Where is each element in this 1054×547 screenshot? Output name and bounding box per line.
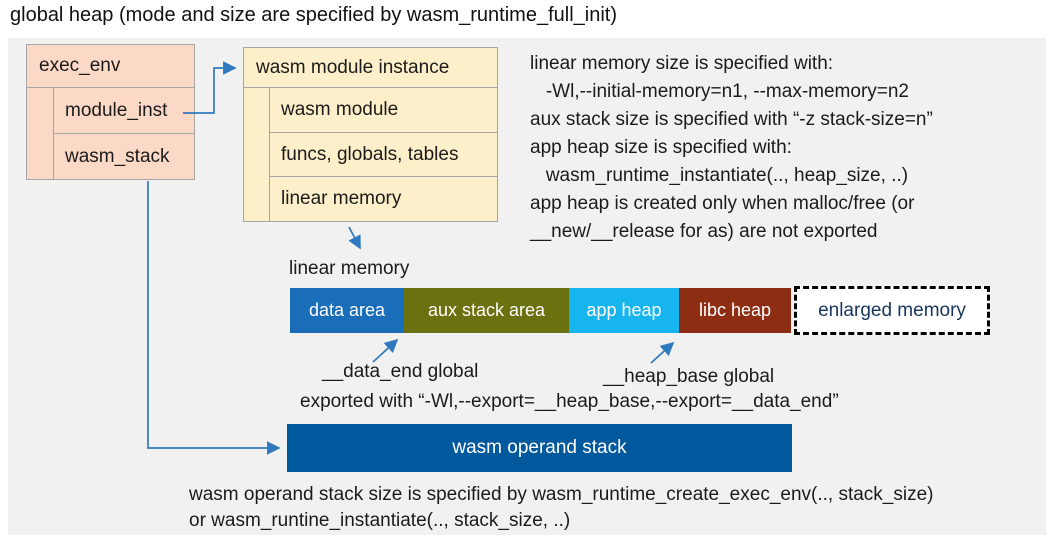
- exec-env-box: exec_env module_inst wasm_stack: [26, 44, 195, 180]
- instance-row-linear-memory: linear memory: [281, 188, 402, 210]
- exported-with-label: exported with “-Wl,--export=__heap_base,…: [300, 391, 839, 412]
- exec-env-row-module-inst: module_inst: [54, 88, 194, 134]
- wasm-module-instance-body: wasm module funcs, globals, tables linea…: [244, 88, 497, 221]
- note-line: -Wl,--initial-memory=n1, --max-memory=n2: [530, 81, 909, 102]
- note-line: linear memory size is specified with:: [530, 53, 834, 74]
- segment-libc-heap: libc heap: [679, 288, 791, 333]
- instance-row-wasm-module: wasm module: [270, 88, 497, 133]
- linear-memory-label: linear memory: [289, 258, 410, 279]
- size-notes-block: linear memory size is specified with: -W…: [530, 50, 933, 246]
- segment-aux-stack-area: aux stack area: [404, 288, 569, 333]
- note-line: aux stack size is specified with “-z sta…: [530, 109, 933, 130]
- wasm-module-instance-box: wasm module instance wasm module funcs, …: [243, 47, 498, 222]
- note-line: wasm_runtime_instantiate(.., heap_size, …: [530, 165, 909, 186]
- segment-enlarged-memory: enlarged memory: [794, 286, 990, 335]
- exec-env-row-wasm-stack: wasm_stack: [65, 145, 170, 167]
- note-line: __new/__release for as) are not exported: [530, 221, 878, 242]
- wasm-module-instance-header: wasm module instance: [244, 48, 497, 88]
- wasm-module-instance-indent-strip: [244, 88, 270, 221]
- segment-data-area: data area: [290, 288, 404, 333]
- data-end-global-label: __data_end global: [322, 361, 479, 382]
- operand-stack-caption-line1: wasm operand stack size is specified by …: [189, 484, 934, 505]
- exec-env-indent-strip: [27, 88, 54, 179]
- note-line: app heap size is specified with:: [530, 137, 792, 158]
- wasm-operand-stack-box: wasm operand stack: [287, 424, 792, 472]
- note-line: app heap is created only when malloc/fre…: [530, 193, 915, 214]
- instance-row-funcs-globals-tables: funcs, globals, tables: [270, 133, 497, 178]
- heap-base-global-label: __heap_base global: [603, 366, 775, 387]
- operand-stack-caption-line2: or wasm_runtine_instantiate(.., stack_si…: [189, 510, 571, 531]
- segment-app-heap: app heap: [569, 288, 679, 333]
- exec-env-header: exec_env: [27, 45, 194, 88]
- exec-env-body: module_inst wasm_stack: [27, 88, 194, 179]
- page-title: global heap (mode and size are specified…: [10, 4, 617, 26]
